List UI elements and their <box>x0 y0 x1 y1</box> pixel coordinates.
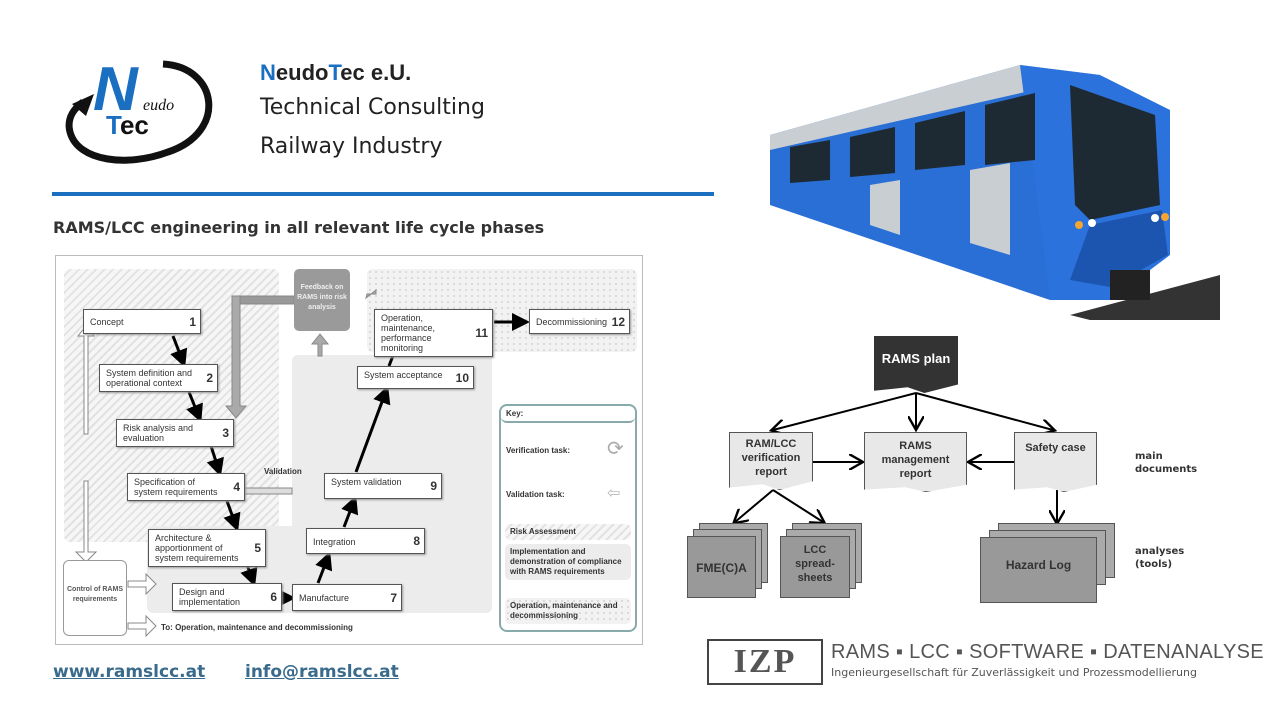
brand-part: eudo <box>275 60 329 85</box>
tagline-consulting: Technical Consulting <box>260 95 485 120</box>
brand-part: ec e.U. <box>340 60 412 85</box>
phase-number: 6 <box>270 590 277 604</box>
divider <box>52 192 714 196</box>
phase-integration: Integration 8 <box>306 528 425 554</box>
phase-number: 2 <box>206 371 213 385</box>
svg-text:N: N <box>93 55 139 124</box>
analyses-label: analyses (tools) <box>1135 546 1185 570</box>
verification-cycle-icon: ⟳ <box>607 438 624 460</box>
validation-arrow-icon: ⇦ <box>607 485 621 502</box>
neudotec-logo: N eudo Tec <box>65 55 213 164</box>
main-documents-label: main documents <box>1135 451 1198 475</box>
key-title: Key: <box>501 406 635 423</box>
phase-label: Operation, maintenance, performance moni… <box>381 313 436 353</box>
validation-label: Validation <box>264 467 302 476</box>
phase-number: 12 <box>611 314 625 329</box>
key-risk: Risk Assessment <box>505 524 631 540</box>
phase-number: 8 <box>413 534 420 548</box>
phase-label: System definition and operational contex… <box>106 368 193 388</box>
phase-number: 9 <box>430 479 437 493</box>
phase-specification: Specification of system requirements 4 <box>127 473 245 501</box>
section-subtitle: RAMS/LCC engineering in all relevant lif… <box>53 218 545 237</box>
email-link[interactable]: info@ramslcc.at <box>245 662 399 682</box>
brand-initial: N <box>260 60 276 85</box>
key-implementation: Implementation and demonstration of comp… <box>505 544 631 580</box>
phase-number: 4 <box>233 480 240 494</box>
flow-arrows <box>74 288 530 638</box>
rams-connectors <box>680 392 1200 630</box>
company-name: NeudoTec e.U. <box>260 60 411 86</box>
phase-concept: Concept 1 <box>83 309 201 334</box>
phase-label: Specification of system requirements <box>134 477 218 497</box>
phase-system-validation: System validation 9 <box>324 473 442 499</box>
safety-case-doc: Safety case <box>1014 432 1097 492</box>
key-operation: Operation, maintenance and decommissioni… <box>505 598 631 624</box>
phase-architecture: Architecture & apportionment of system r… <box>148 529 266 567</box>
phase-label: Manufacture <box>299 593 350 603</box>
key-validation: Validation task: <box>506 490 565 499</box>
key-verification: Verification task: <box>506 446 571 455</box>
izp-logo: IZP <box>707 639 823 685</box>
phase-label: Architecture & apportionment of system r… <box>155 533 239 563</box>
lifecycle-diagram: Feedback on RAMS into risk analysis Conc… <box>55 255 643 645</box>
phase-number: 7 <box>390 590 397 605</box>
izp-title: RAMS ▪ LCC ▪ SOFTWARE ▪ DATENANALYSE <box>831 641 1264 663</box>
key-legend: Key: Verification task: ⟳ Validation tas… <box>499 404 637 632</box>
feedback-box: Feedback on RAMS into risk analysis <box>294 269 350 331</box>
phase-label: Risk analysis and evaluation <box>123 423 194 443</box>
phase-label: System validation <box>331 477 402 487</box>
svg-text:Tec: Tec <box>106 110 149 140</box>
phase-label: Integration <box>313 537 356 547</box>
lcc-spreadsheets-doc: LCC spread-sheets <box>780 536 850 598</box>
phase-label: Concept <box>90 317 124 327</box>
to-operation-label: To: Operation, maintenance and decommiss… <box>161 623 353 632</box>
phase-number: 10 <box>455 370 469 385</box>
phase-operation: Operation, maintenance, performance moni… <box>374 309 493 357</box>
phase-manufacture: Manufacture 7 <box>292 584 402 611</box>
phase-system-acceptance: System acceptance 10 <box>357 366 474 389</box>
phase-number: 1 <box>189 314 196 329</box>
phase-number: 3 <box>222 426 229 440</box>
hazard-log-doc: Hazard Log <box>980 537 1097 603</box>
izp-subtitle: Ingenieurgesellschaft für Zuverlässigkei… <box>831 666 1197 679</box>
rams-management-report-doc: RAMS management report <box>864 432 967 492</box>
phase-label: Design and implementation <box>179 587 241 607</box>
phase-number: 11 <box>475 326 488 340</box>
tagline-industry: Railway Industry <box>260 134 443 159</box>
website-link[interactable]: www.ramslcc.at <box>53 662 206 682</box>
train-illustration <box>770 65 1220 320</box>
brand-initial: T <box>328 60 341 85</box>
phase-risk-analysis: Risk analysis and evaluation 3 <box>116 419 234 447</box>
phase-design: Design and implementation 6 <box>172 583 282 611</box>
control-box: Control of RAMS requirements <box>63 560 127 636</box>
ramlcc-report-doc: RAM/LCC verification report <box>729 432 813 490</box>
phase-label: Decommissioning <box>536 317 608 327</box>
fmeca-doc: FME(C)A <box>687 536 756 598</box>
phase-system-definition: System definition and operational contex… <box>99 364 218 392</box>
rams-plan-doc: RAMS plan <box>874 336 958 393</box>
phase-number: 5 <box>254 541 261 555</box>
svg-text:eudo: eudo <box>143 97 174 114</box>
phase-label: System acceptance <box>364 370 443 380</box>
